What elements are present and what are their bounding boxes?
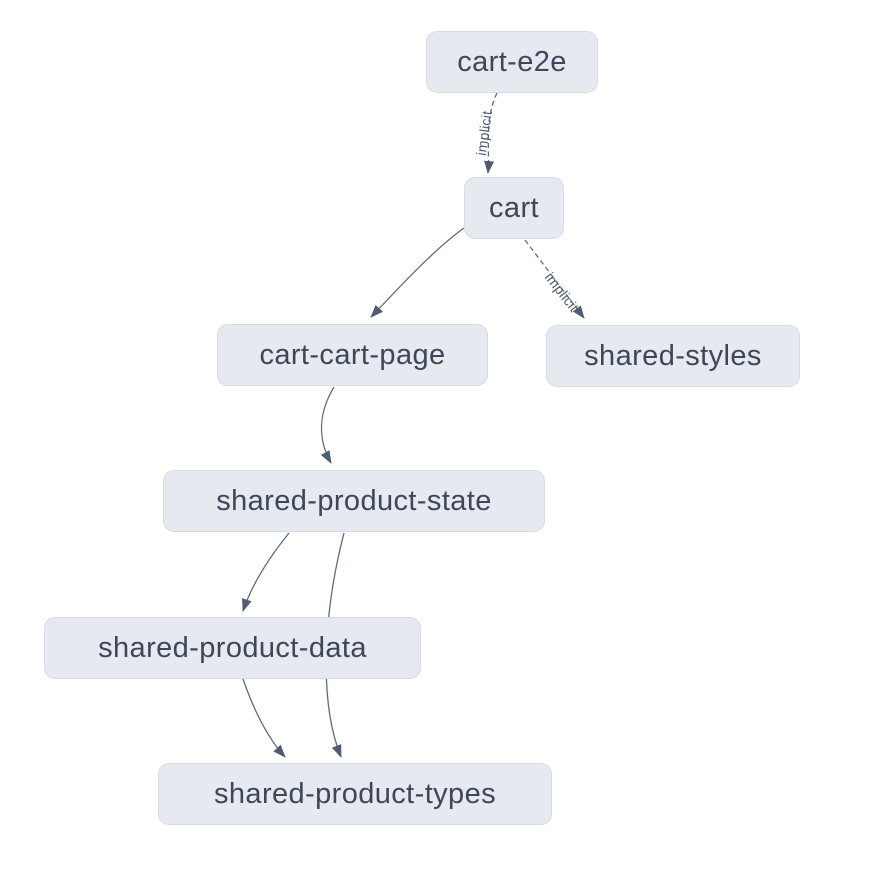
node-cart-cart-page[interactable]: cart-cart-page	[217, 324, 488, 386]
node-label-cart-e2e: cart-e2e	[457, 45, 567, 78]
node-label-shared-product-state: shared-product-state	[216, 484, 492, 517]
node-shared-styles[interactable]: shared-styles	[546, 325, 800, 387]
node-label-shared-styles: shared-styles	[584, 339, 762, 372]
edge-cart-cart-page-to-shared-product-state[interactable]	[320, 386, 335, 464]
edge-shared-product-state-to-shared-product-data[interactable]	[242, 532, 290, 612]
node-cart[interactable]: cart	[464, 177, 564, 239]
edge-cart-e2e-to-cart[interactable]	[484, 92, 498, 174]
node-label-cart-cart-page: cart-cart-page	[259, 338, 446, 371]
edge-cart-to-cart-cart-page[interactable]	[370, 227, 465, 318]
edge-shared-product-data-to-shared-product-types[interactable]	[242, 678, 286, 758]
node-cart-e2e[interactable]: cart-e2e	[426, 31, 598, 93]
node-label-cart: cart	[489, 191, 539, 224]
node-label-shared-product-types: shared-product-types	[213, 777, 497, 810]
node-shared-product-types[interactable]: shared-product-types	[158, 763, 552, 825]
node-shared-product-state[interactable]: shared-product-state	[163, 470, 545, 532]
node-label-shared-product-data: shared-product-data	[98, 631, 367, 664]
node-shared-product-data[interactable]: shared-product-data	[44, 617, 421, 679]
edge-cart-to-shared-styles[interactable]	[524, 239, 585, 319]
